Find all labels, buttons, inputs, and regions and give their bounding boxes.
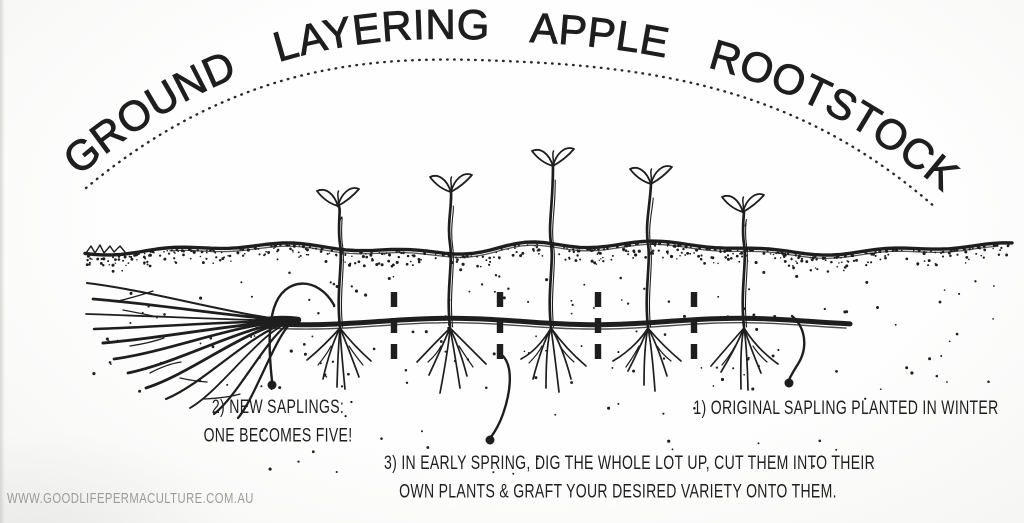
leader-line-instructions: [489, 354, 511, 439]
sapling-stem: [447, 190, 453, 329]
root-strand: [428, 327, 451, 376]
leaf-right-icon: [742, 193, 765, 213]
root-strand: [439, 327, 451, 394]
annotation-original-sapling: 1) ORIGINAL SAPLING PLANTED IN WINTER: [693, 393, 999, 422]
title-dotted-arc: [84, 58, 938, 210]
root-strand: [339, 327, 372, 362]
root-twig: [203, 393, 241, 400]
root-strand: [550, 327, 560, 393]
root-twig: [348, 345, 364, 366]
sapling-stem: [741, 209, 747, 329]
sapling-stem-echo: [450, 205, 455, 328]
leader-lines: [267, 282, 806, 445]
sapling: [612, 165, 682, 392]
annotation-new-saplings: 2) NEW SAPLINGS: ONE BECOMES FIVE!: [200, 392, 356, 449]
root-twig: [427, 345, 442, 363]
root-strand: [306, 327, 341, 361]
root-strand: [612, 327, 649, 362]
leaf-right-icon: [450, 173, 473, 193]
root-twig: [528, 345, 543, 364]
annotation-line: ONE BECOMES FIVE!: [203, 423, 353, 446]
root-twig: [559, 345, 575, 363]
root-strand: [550, 327, 587, 367]
scan-smudge: [0, 430, 240, 523]
root-twig: [129, 337, 165, 347]
root-strand: [647, 327, 656, 392]
sapling-stem: [336, 204, 343, 329]
sapling: [520, 147, 587, 393]
root-strand: [449, 327, 468, 377]
leaf-right-icon: [650, 165, 673, 185]
soil-surface-line-echo: [169, 243, 999, 260]
scan-edge-shadow: [0, 0, 5, 523]
soil-stipple: [85, 242, 1010, 475]
root-strand: [449, 327, 461, 389]
root-twig: [656, 345, 672, 362]
root-strand: [743, 327, 762, 374]
sapling-stem: [645, 182, 653, 329]
leaf-right-icon: [337, 187, 360, 207]
root-twig: [122, 309, 154, 317]
root-twig: [752, 345, 768, 363]
new-saplings-group: [306, 147, 779, 394]
root-twig: [458, 345, 474, 368]
soil-surface-line: [83, 239, 1014, 257]
annotation-line: 2) NEW SAPLINGS:: [211, 395, 345, 418]
root-strand: [339, 327, 346, 390]
grass-tuft-icon: [85, 244, 126, 254]
watermark-url: WWW.GOODLIFEPERMACULTURE.COM.AU: [7, 490, 254, 507]
annotation-line: 3) IN EARLY SPRING, DIG THE WHOLE LOT UP…: [384, 451, 876, 474]
leaf-left-icon: [629, 167, 652, 185]
sapling-stem-echo: [551, 179, 556, 328]
sapling: [710, 193, 779, 391]
leaf-left-icon: [531, 149, 554, 167]
root-strand: [647, 327, 682, 362]
sapling-roots: [710, 327, 779, 391]
cut-marks-group: [390, 292, 698, 362]
root-twig: [625, 345, 640, 368]
root-twig: [721, 345, 736, 366]
leaf-right-icon: [552, 147, 575, 167]
root-strand: [416, 327, 451, 363]
root-strand: [322, 327, 341, 380]
root-strand: [743, 327, 779, 365]
sapling-roots: [416, 327, 487, 394]
root-strand: [449, 327, 487, 365]
sapling-stem-echo: [648, 197, 654, 328]
sapling-roots: [306, 327, 372, 390]
root-strand: [336, 327, 341, 388]
leaf-left-icon: [316, 189, 339, 207]
root-twig: [117, 290, 154, 302]
diagram-title: GROUND LAYERING APPLE ROOTSTOCK: [54, 1, 967, 200]
root-twig: [317, 345, 332, 366]
root-strand: [739, 327, 745, 390]
leader-line-new-saplings: [268, 282, 336, 383]
root-strand: [710, 327, 745, 367]
sapling-roots: [612, 327, 682, 392]
sapling-stem: [548, 164, 555, 329]
leader-dot-instructions: [485, 435, 495, 445]
sapling-stem-echo: [339, 216, 344, 328]
root-twig: [179, 377, 208, 383]
sapling: [306, 187, 372, 390]
root-strand: [643, 327, 649, 386]
annotation-line: 1) ORIGINAL SAPLING PLANTED IN WINTER: [693, 396, 999, 419]
sapling-stem-echo: [744, 219, 748, 328]
annotation-instructions: 3) IN EARLY SPRING, DIG THE WHOLE LOT UP…: [384, 448, 876, 505]
root-strand: [545, 327, 552, 389]
leaf-left-icon: [721, 195, 744, 213]
root-twig: [149, 361, 182, 374]
leader-dot-original-sapling: [784, 378, 794, 388]
leader-line-original-sapling: [787, 314, 806, 382]
annotation-line: OWN PLANTS & GRAFT YOUR DESIRED VARIETY …: [399, 479, 837, 502]
root-strand: [339, 327, 360, 378]
leader-dot-new-saplings: [267, 380, 277, 390]
soil-surface: [83, 239, 1014, 260]
sapling-roots: [520, 327, 587, 393]
leaf-left-icon: [429, 175, 452, 193]
sapling: [416, 173, 487, 394]
